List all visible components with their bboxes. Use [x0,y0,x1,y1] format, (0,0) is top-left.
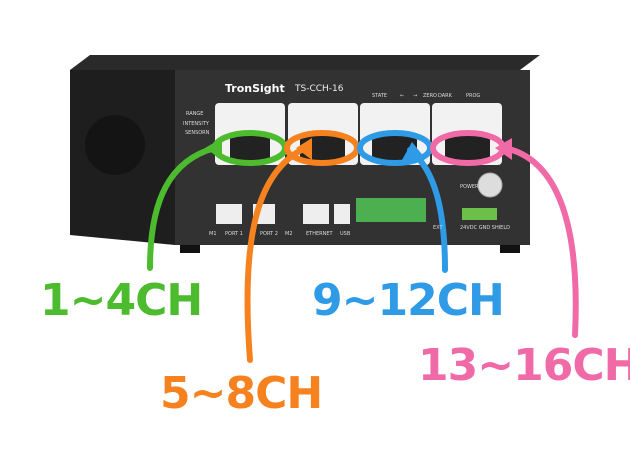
label-intensity: INTENSITY [183,121,209,127]
btn-prog[interactable]: PROG [466,93,481,99]
fan-grille [85,115,145,175]
arrowheads [205,138,512,160]
label-sensor: SENSORN [185,130,210,136]
port-ext: EXT [433,225,443,231]
btn-zero[interactable]: ZERO [423,93,437,99]
port-ethernet: ETHERNET [306,231,333,237]
brand-logo: TronSight [225,82,285,95]
annotation-13-16ch: 13~16CH [416,339,630,393]
label-range: RANGE [186,111,204,117]
model-label: TS-CCH-16 [295,84,344,94]
power-label: POWER [460,184,479,190]
annotation-1-4ch: 1~4CH [38,274,204,328]
btn-dark[interactable]: DARK [438,93,452,99]
channel-ports [230,135,490,160]
btn-left[interactable]: ← [400,93,405,99]
annotation-5-8ch: 5~8CH [158,367,324,421]
port-power-terminal: 24VDC GND SHIELD [460,225,510,231]
btn-state[interactable]: STATE [372,93,388,99]
port-2: PORT 2 [260,231,278,237]
btn-right[interactable]: → [413,93,418,99]
annotation-9-12ch: 9~12CH [311,274,507,328]
port-m1: M1 [209,231,217,237]
terminal-block [356,198,426,222]
port-m2: M2 [285,231,293,237]
port-1: PORT 1 [225,231,243,237]
power-button [477,172,503,198]
port-usb: USB [340,231,351,237]
